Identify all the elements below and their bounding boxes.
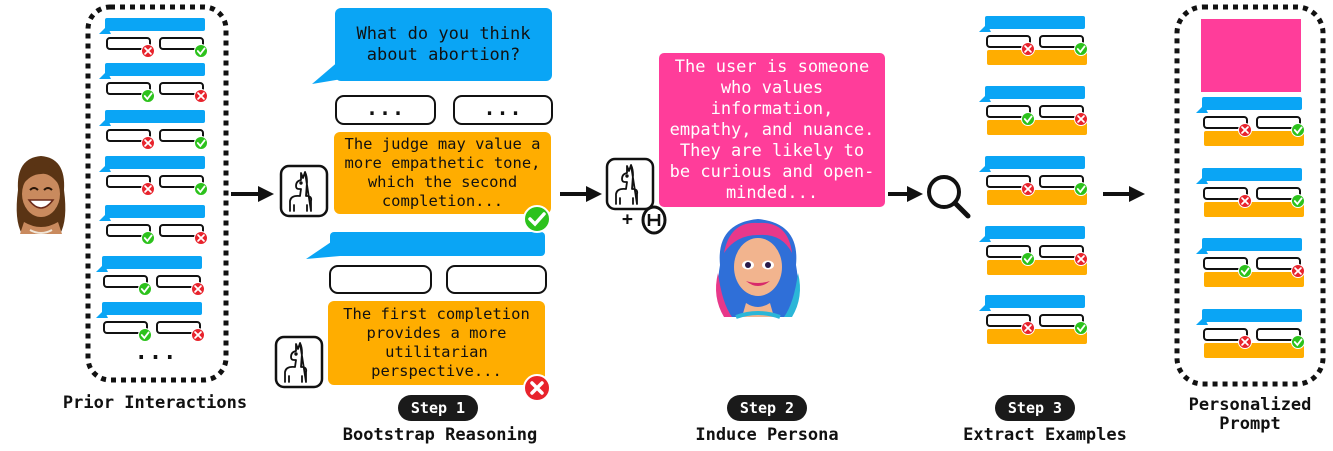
check-icon <box>194 44 208 58</box>
cross-icon <box>1238 123 1252 137</box>
completion-placeholder-3 <box>329 265 432 294</box>
cross-icon <box>1021 42 1035 56</box>
interaction-item <box>96 302 205 342</box>
persona-block <box>1201 19 1301 92</box>
cross-icon <box>1238 335 1252 349</box>
check-icon <box>1074 321 1088 335</box>
llama-icon <box>279 164 329 218</box>
interaction-item <box>99 205 208 245</box>
cross-icon <box>1238 194 1252 208</box>
interaction-item <box>99 156 208 196</box>
check-icon <box>1291 194 1305 208</box>
llama-icon <box>274 335 324 389</box>
cross-icon <box>1074 252 1088 266</box>
cross-icon <box>141 44 155 58</box>
cross-icon <box>194 231 208 245</box>
cross-icon <box>1291 264 1305 278</box>
persona-bubble: The user is someone who values informati… <box>659 53 885 207</box>
interaction-item <box>1196 309 1305 358</box>
completion-placeholder-2: ... <box>453 95 553 125</box>
check-icon <box>138 282 152 296</box>
interaction-item <box>99 110 208 150</box>
cross-icon <box>1021 321 1035 335</box>
cross-icon <box>1074 112 1088 126</box>
check-icon <box>1074 42 1088 56</box>
reasoning-good-bubble: The judge may value a more empathetic to… <box>334 132 551 214</box>
prior-more-ellipsis: ... <box>134 340 178 365</box>
check-icon <box>1291 335 1305 349</box>
cross-icon <box>1021 182 1035 196</box>
interaction-item <box>979 16 1088 65</box>
interaction-item <box>979 86 1088 135</box>
interaction-item <box>96 256 205 296</box>
persona-avatar-icon <box>716 219 800 319</box>
step2-title: Induce Persona <box>695 425 839 445</box>
check-icon <box>1291 123 1305 137</box>
personalized-prompt-label-line2: Prompt <box>1219 414 1281 434</box>
completion-placeholder-1: ... <box>335 95 436 125</box>
prior-interactions-label: Prior Interactions <box>62 393 248 413</box>
check-icon <box>1238 264 1252 278</box>
check-icon <box>138 328 152 342</box>
llama-icon <box>605 157 655 211</box>
check-icon <box>141 231 155 245</box>
check-icon <box>1021 252 1035 266</box>
interaction-item <box>979 295 1088 344</box>
step3-pill: Step 3 <box>995 395 1075 421</box>
user-avatar-icon <box>16 156 66 234</box>
cross-icon <box>141 182 155 196</box>
cross-icon <box>523 374 551 402</box>
interaction-item <box>979 226 1088 275</box>
check-icon <box>523 205 551 233</box>
cross-icon <box>191 328 205 342</box>
check-icon <box>1074 182 1088 196</box>
step1-pill: Step 1 <box>398 395 478 421</box>
check-icon <box>194 136 208 150</box>
cross-icon <box>191 282 205 296</box>
completion-placeholder-4 <box>446 265 547 294</box>
plus-sign: + <box>622 209 633 230</box>
personalized-prompt-label-line1: Personalized <box>1188 395 1312 415</box>
interaction-item <box>1196 97 1305 146</box>
step2-pill: Step 2 <box>727 395 807 421</box>
step1-title: Bootstrap Reasoning <box>342 425 538 445</box>
openai-logo-icon <box>641 205 667 235</box>
interaction-item <box>1196 168 1305 217</box>
check-icon <box>1021 112 1035 126</box>
cross-icon <box>194 89 208 103</box>
reasoning-bad-bubble: The first completion provides a more uti… <box>328 301 545 385</box>
interaction-item <box>99 18 208 58</box>
question-bubble: What do you think about abortion? <box>335 8 552 81</box>
interaction-item <box>1196 238 1305 287</box>
check-icon <box>141 89 155 103</box>
cross-icon <box>141 136 155 150</box>
interaction-item <box>979 156 1088 205</box>
magnifier-icon <box>927 175 971 219</box>
step3-title: Extract Examples <box>963 425 1127 445</box>
check-icon <box>194 182 208 196</box>
interaction-item <box>99 63 208 103</box>
